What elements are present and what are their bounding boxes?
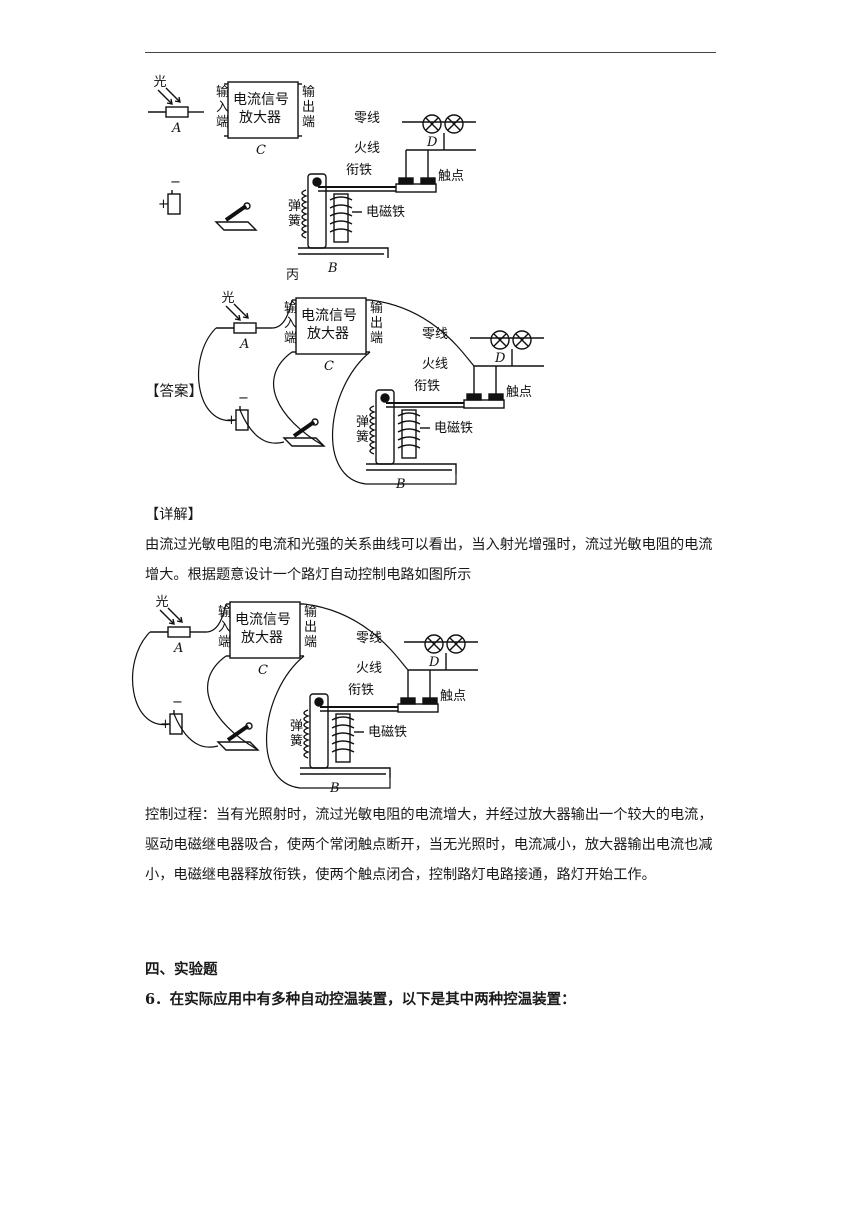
label-plus: + — [158, 197, 169, 212]
label-label-D: D — [426, 135, 438, 150]
label-box-line2: 放大器 — [241, 630, 283, 646]
label-minus: − — [172, 695, 183, 710]
label-light: 光 — [153, 75, 166, 90]
photoresistor-A — [233, 322, 257, 334]
label-label-C: C — [258, 663, 268, 678]
figure-answer-circuit: 光 A C D B 零线 火线 衔铁 触点 电磁铁 + − 电流信号 放大器 输… — [197, 291, 546, 492]
label-label-A: A — [171, 121, 181, 136]
circuit-diagram: 光 A C D B 零线 火线 衔铁 触点 电磁铁 + − 电流信号 放大器 输… — [131, 595, 478, 796]
label-live-wire: 火线 — [422, 357, 448, 372]
circuit-diagram: 光 A C D B 零线 火线 衔铁 触点 电磁铁 + − 电流信号 放大器 输… — [148, 75, 476, 276]
label-live-wire: 火线 — [354, 141, 380, 156]
amplifier-box — [295, 297, 367, 355]
label-contact: 触点 — [438, 169, 464, 184]
label-electromagnet: 电磁铁 — [368, 725, 407, 740]
section-title: 四、实验题 — [145, 961, 218, 978]
battery — [169, 713, 183, 735]
answer-label: 【答案】 — [145, 384, 203, 400]
connection-wires — [131, 603, 409, 789]
label-spring: 弹簧 — [290, 719, 303, 749]
amplifier-box — [229, 601, 301, 659]
label-zero-wire: 零线 — [422, 327, 448, 342]
control-process-text: 控制过程：当有光照射时，流过光敏电阻的电流增大，并经过放大器输出一个较大的电流，… — [145, 807, 713, 883]
lamp-1 — [490, 330, 510, 350]
question-6-text: 6．在实际应用中有多种自动控温装置，以下是其中两种控温装置： — [145, 991, 576, 1008]
label-zero-wire: 零线 — [356, 631, 382, 646]
label-electromagnet: 电磁铁 — [434, 421, 473, 436]
label-armature: 衔铁 — [414, 379, 440, 394]
label-label-B: B — [327, 261, 338, 276]
label-light: 光 — [221, 291, 234, 306]
detail-text: 由流过光敏电阻的电流和光强的关系曲线可以看出，当入射光增强时，流过光敏电阻的电流… — [145, 537, 713, 583]
label-armature: 衔铁 — [348, 683, 374, 698]
label-spring: 弹簧 — [288, 199, 301, 229]
lamp-1 — [424, 634, 444, 654]
amplifier-box — [227, 81, 299, 139]
label-box-line1: 电流信号 — [233, 92, 289, 108]
label-label-D: D — [428, 655, 440, 670]
label-output: 输出端 — [304, 604, 317, 650]
label-label-A: A — [173, 641, 183, 656]
vertical-labels: 输入端 输出端 弹簧 — [284, 300, 383, 445]
figure-detail-circuit: 光 A C D B 零线 火线 衔铁 触点 电磁铁 + − 电流信号 放大器 输… — [131, 595, 480, 796]
label-live-wire: 火线 — [356, 661, 382, 676]
vertical-labels: 输入端 输出端 弹簧 — [218, 604, 317, 749]
label-box-line2: 放大器 — [239, 110, 281, 126]
label-input: 输入端 — [284, 300, 297, 346]
label-zero-wire: 零线 — [354, 111, 380, 126]
label-label-C: C — [256, 143, 266, 158]
battery — [235, 409, 249, 431]
label-electromagnet: 电磁铁 — [366, 205, 405, 220]
label-minus: − — [238, 391, 249, 406]
lamp-2 — [444, 114, 464, 134]
lamp-2 — [446, 634, 466, 654]
label-light: 光 — [155, 595, 168, 610]
label-box-line2: 放大器 — [307, 326, 349, 342]
label-label-A: A — [239, 337, 249, 352]
lamp-2 — [512, 330, 532, 350]
battery — [167, 193, 181, 215]
label-label-C: C — [324, 359, 334, 374]
circuit-diagram: 光 A C D B 零线 火线 衔铁 触点 电磁铁 + − 电流信号 放大器 输… — [197, 291, 544, 492]
figure-caption-bing: 丙 — [286, 268, 300, 283]
vertical-labels: 输入端 输出端 弹簧 — [216, 84, 315, 229]
figure-question-circuit: 光 A C D B 零线 火线 衔铁 触点 电磁铁 + − 电流信号 放大器 输… — [148, 75, 478, 276]
label-input: 输入端 — [216, 84, 229, 130]
label-contact: 触点 — [506, 385, 532, 400]
lamp-1 — [422, 114, 442, 134]
label-armature: 衔铁 — [346, 163, 372, 178]
label-output: 输出端 — [370, 300, 383, 346]
label-box-line1: 电流信号 — [235, 612, 291, 628]
label-input: 输入端 — [218, 604, 231, 650]
label-spring: 弹簧 — [356, 415, 369, 445]
connection-wires — [197, 299, 475, 485]
label-output: 输出端 — [302, 84, 315, 130]
label-box-line1: 电流信号 — [301, 308, 357, 324]
label-minus: − — [170, 175, 181, 190]
photoresistor-A — [167, 626, 191, 638]
label-label-D: D — [494, 351, 506, 366]
label-contact: 触点 — [440, 689, 466, 704]
header-rule — [145, 52, 716, 53]
detail-label: 【详解】 — [145, 507, 202, 523]
photoresistor-A — [165, 106, 189, 118]
